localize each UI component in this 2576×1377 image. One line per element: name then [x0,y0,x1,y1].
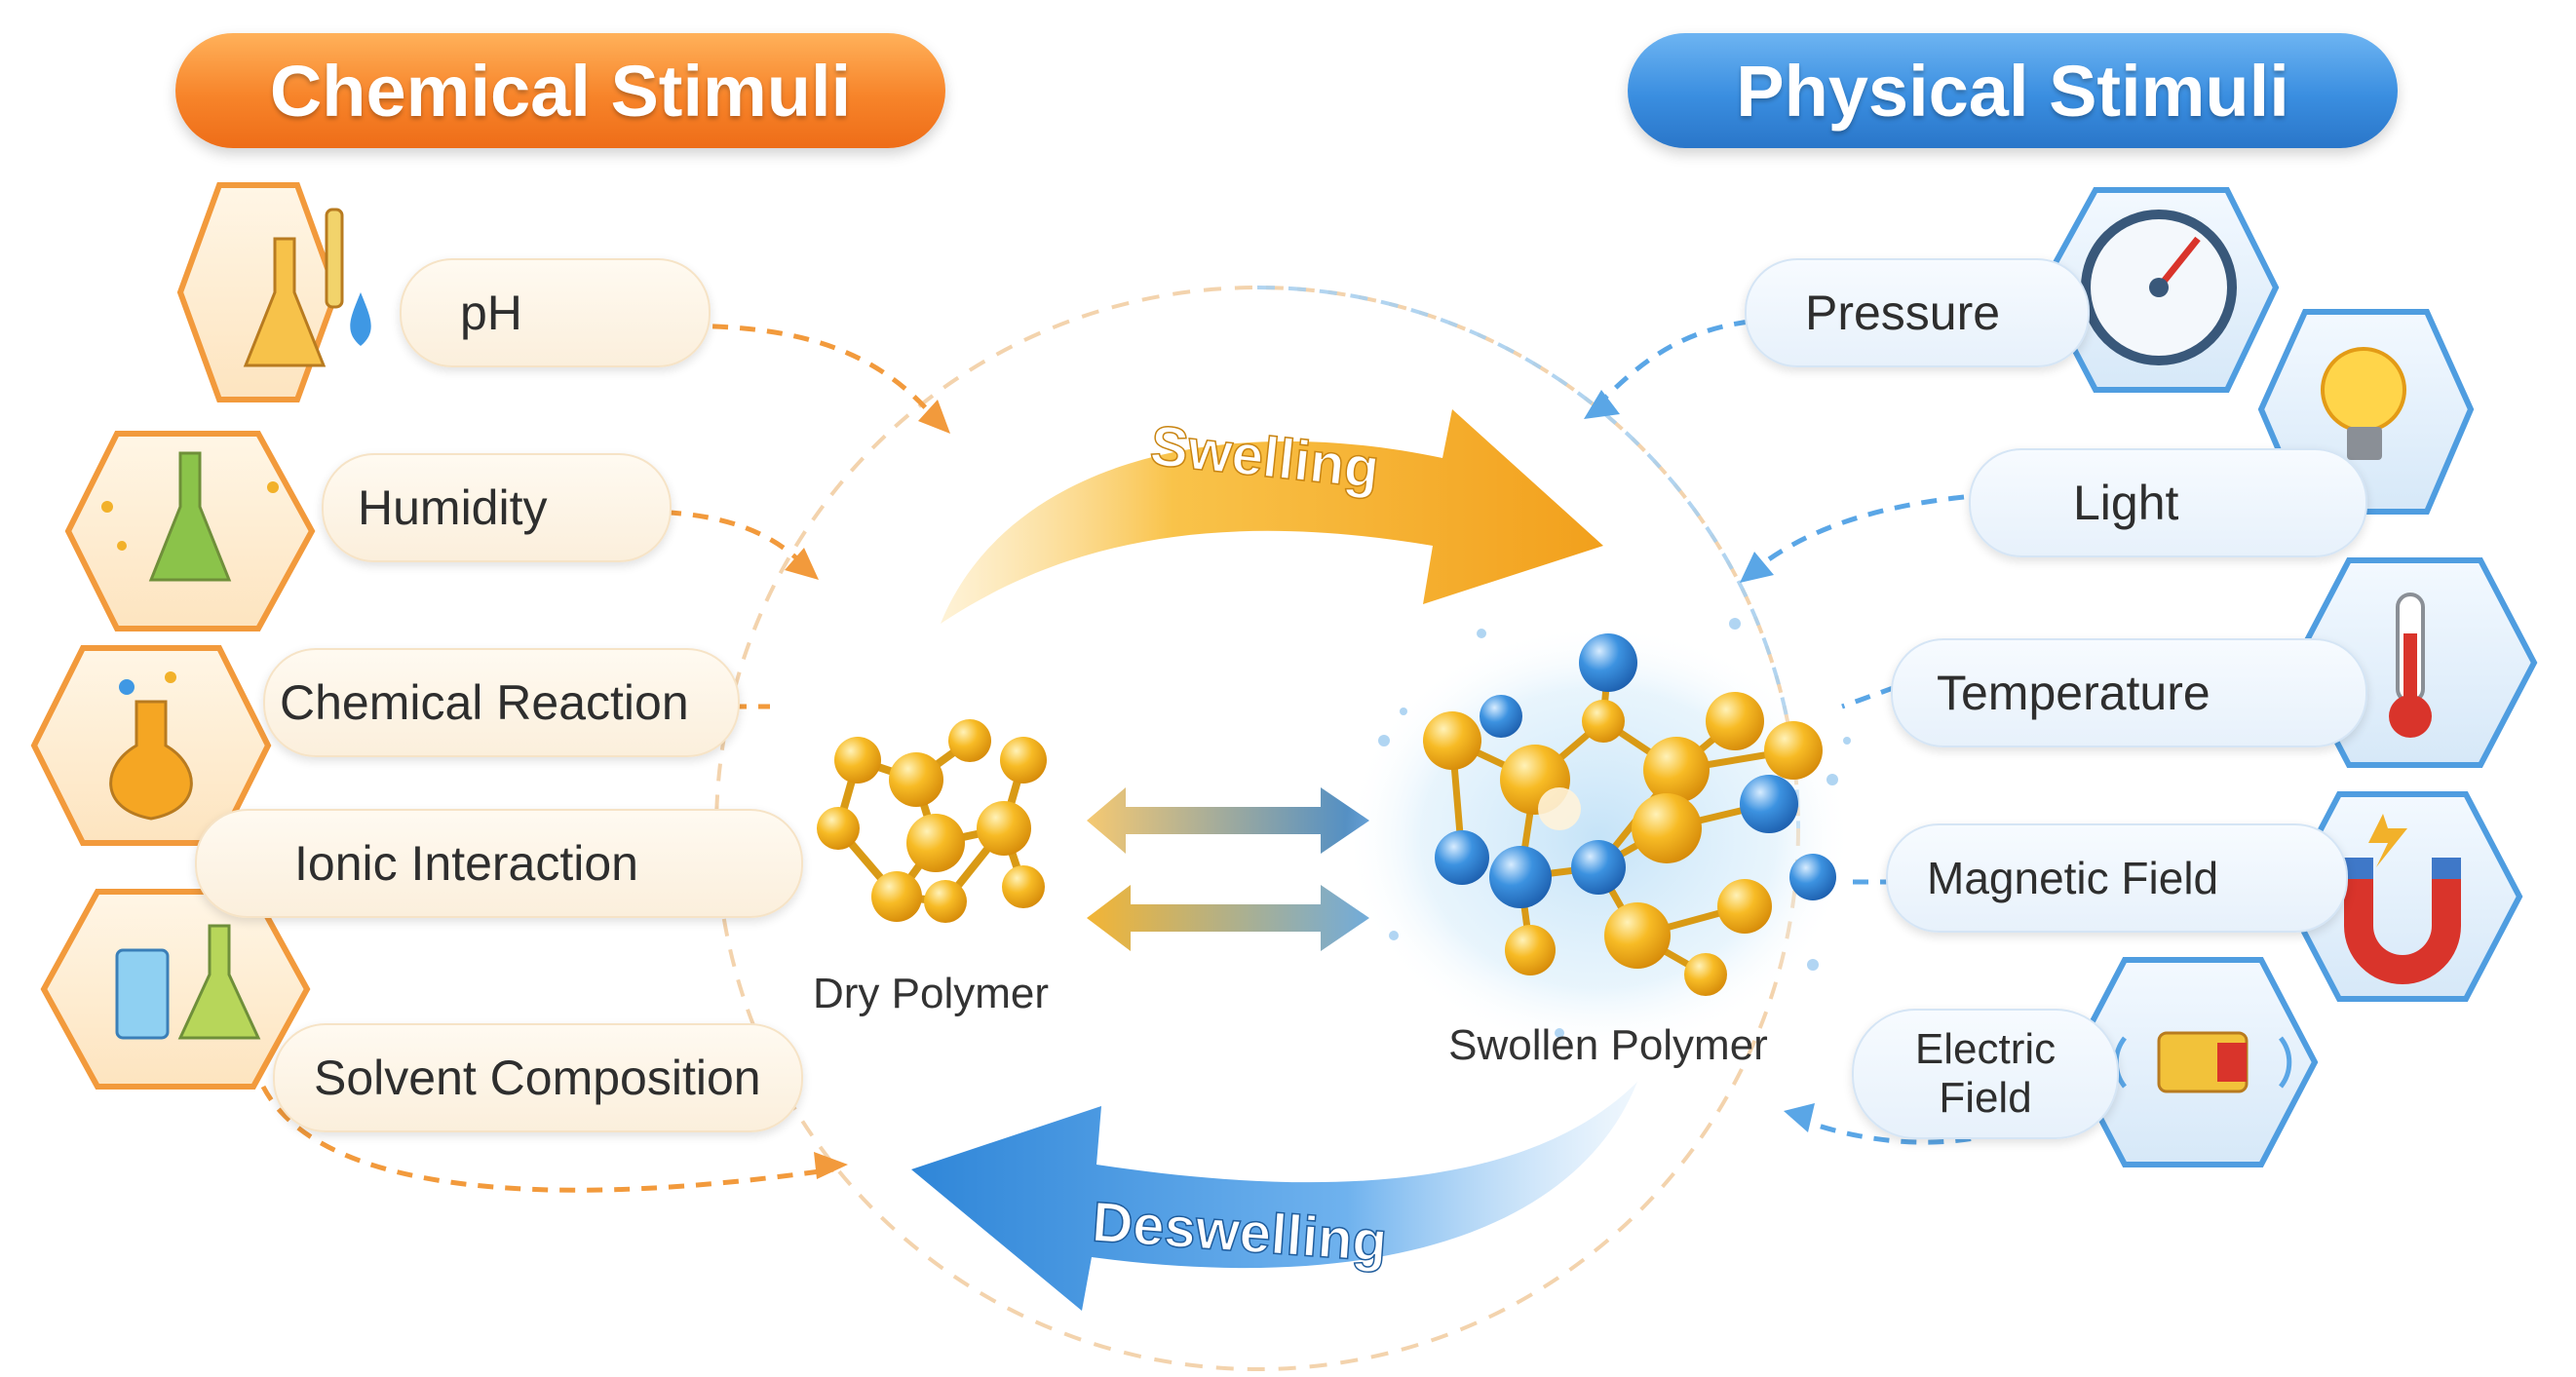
stimulus-pill-ionic-interaction: Ionic Interaction [195,809,803,918]
stimulus-label: Ionic Interaction [294,836,638,891]
stimulus-label: Chemical Reaction [280,675,689,730]
stimulus-pill-solvent-composition: Solvent Composition [273,1023,803,1132]
stimulus-pill-temperature: Temperature [1891,638,2367,747]
flask-ph-icon [176,182,371,402]
dry-polymer-molecule [817,719,1047,923]
stimulus-pill-humidity: Humidity [322,453,672,562]
stimulus-label: Electric Field [1914,1025,2057,1122]
stimulus-label: Magnetic Field [1927,853,2219,903]
stimulus-pill-pressure: Pressure [1745,258,2090,367]
stimulus-label: Light [2073,476,2179,530]
stimulus-label: Humidity [358,480,548,535]
stimulus-label: Temperature [1937,666,2211,720]
flask-reaction-icon [30,645,272,846]
magnet-icon [2282,791,2523,1002]
deswelling-label: Deswelling [1090,1190,1389,1274]
electric-field-icon [2067,957,2319,1167]
stimulus-pill-magnetic-field: Magnetic Field [1886,823,2348,933]
swelling-arrow [941,409,1603,624]
chemical-stimuli-header: Chemical Stimuli [175,33,945,148]
swollen-polymer-molecule [1423,633,1836,996]
swollen-polymer-label: Swollen Polymer [1448,1021,1768,1069]
stimulus-pill-chemical-reaction: Chemical Reaction [263,648,740,757]
deswelling-arrow [911,1082,1637,1311]
stimulus-pill-ph: pH [400,258,711,367]
dry-polymer-label: Dry Polymer [812,970,1050,1017]
physical-stimuli-header: Physical Stimuli [1628,33,2398,148]
stimulus-label: pH [460,286,522,340]
stimulus-pill-electric-field: Electric Field [1852,1009,2119,1139]
pressure-gauge-icon [2038,187,2280,393]
stimulus-label: Solvent Composition [314,1051,761,1105]
beakers-solvent-icon [40,889,311,1090]
equilibrium-arrows [1087,787,1369,951]
flask-humidity-icon [64,431,316,631]
stimulus-label: Pressure [1805,286,2001,340]
stimulus-pill-light: Light [1969,448,2367,557]
